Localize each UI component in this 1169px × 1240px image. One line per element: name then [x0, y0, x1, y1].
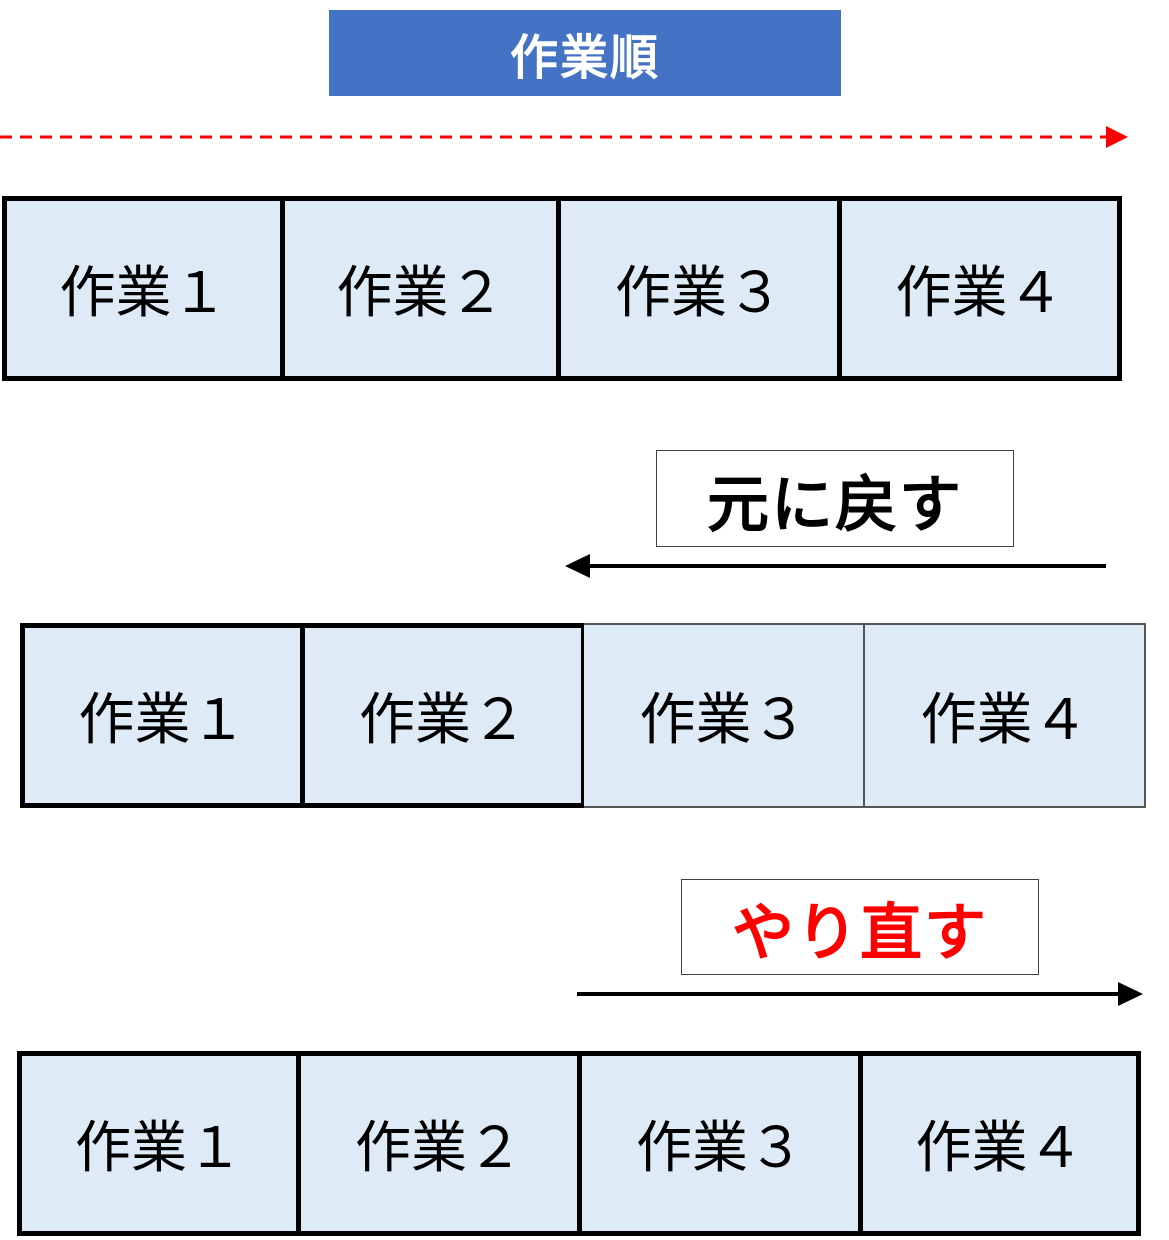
task-cell: 作業３	[556, 196, 842, 381]
redo-label: やり直す	[681, 879, 1039, 975]
task-row-after-undo: 作業１ 作業２ 作業３ 作業４	[20, 623, 1146, 808]
task-cell: 作業２	[300, 623, 586, 808]
task-cell-undone: 作業３	[584, 623, 865, 808]
undo-label: 元に戻す	[656, 450, 1014, 547]
redo-arrow	[577, 982, 1143, 1006]
task-cell: 作業１	[20, 623, 305, 808]
undo-arrow	[565, 554, 1106, 578]
task-cell: 作業１	[2, 196, 285, 381]
task-row-after-redo: 作業１ 作業２ 作業３ 作業４	[17, 1051, 1141, 1236]
task-cell: 作業２	[280, 196, 561, 381]
work-order-title: 作業順	[329, 10, 841, 96]
task-cell-undone: 作業４	[863, 623, 1146, 808]
work-order-dashed-arrow	[0, 126, 1128, 148]
redo-label-text: やり直す	[731, 896, 988, 969]
task-cell: 作業４	[837, 196, 1122, 381]
task-cell: 作業４	[858, 1051, 1141, 1236]
task-cell: 作業１	[17, 1051, 301, 1236]
undo-label-text: 元に戻す	[706, 467, 963, 541]
task-cell: 作業２	[296, 1051, 582, 1236]
task-row-initial: 作業１ 作業２ 作業３ 作業４	[2, 196, 1122, 381]
task-cell: 作業３	[577, 1051, 863, 1236]
